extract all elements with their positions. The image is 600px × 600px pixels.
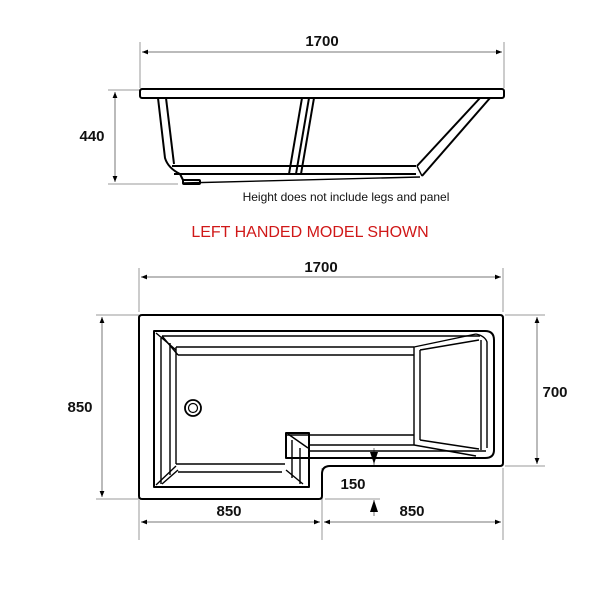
plan-right-height-label: 700 xyxy=(542,384,567,401)
plan-bottom-right-label: 850 xyxy=(399,503,424,520)
side-height-label: 440 xyxy=(79,128,104,145)
side-view: 1700 440 Height does not include legs an… xyxy=(79,33,505,204)
plan-bottom-left-label: 850 xyxy=(216,503,241,520)
drain-icon xyxy=(184,399,202,417)
plan-left-height-label: 850 xyxy=(67,399,92,416)
height-note: Height does not include legs and panel xyxy=(243,190,450,204)
left-handed-model-note: LEFT HANDED MODEL SHOWN xyxy=(191,224,428,241)
plan-width-label: 1700 xyxy=(304,259,337,276)
side-width-label: 1700 xyxy=(305,33,338,50)
plan-view: 1700 850 700 150 850 850 xyxy=(67,259,568,540)
plan-step-label: 150 xyxy=(340,476,365,493)
